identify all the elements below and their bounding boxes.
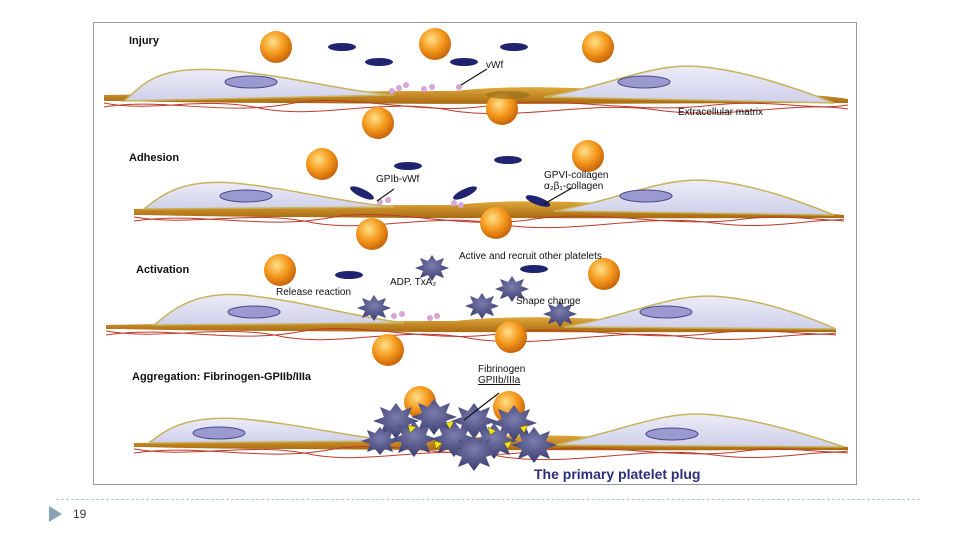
panel-adhesion: Adhesion GPIb-vWf GPVI-collagen α₂β₁-col… [129, 140, 845, 250]
figure-canvas: Injury vWf Extracellular matrix Adhesion [103, 28, 849, 482]
endothelial-cell-right-adhesion [553, 179, 835, 216]
pointer-gpvi-collagen [543, 187, 573, 205]
figure-caption: The primary platelet plug [534, 466, 700, 482]
label-fibrinogen: Fibrinogen [478, 364, 525, 375]
slide-number: 19 [73, 507, 87, 521]
discoid-platelet-injury-2 [365, 58, 393, 66]
exposed-matrix-injury [486, 91, 530, 99]
collagen-fibers-injury [103, 102, 849, 115]
label-gpvi-collagen: GPVI-collagen [544, 170, 608, 181]
activated-platelet-activation-4 [465, 293, 499, 319]
platelet-aggregate-plug [361, 399, 557, 471]
footer-divider [56, 499, 920, 500]
nucleus-right-aggregation [645, 427, 699, 441]
endothelial-cell-right-injury [543, 65, 835, 104]
activated-platelet-activation-3 [357, 295, 391, 321]
label-extracellular-matrix: Extracellular matrix [678, 107, 763, 118]
activated-platelet-activation-5 [543, 301, 577, 327]
granule-release-activation [391, 311, 440, 321]
discoid-platelet-injury-3 [450, 58, 478, 66]
platelet-plug-figure: Injury vWf Extracellular matrix Adhesion [93, 22, 857, 485]
platelet-activation-2 [588, 258, 620, 290]
platelet-adhesion-4 [356, 218, 388, 250]
pointer-vwf [460, 68, 488, 86]
bullet-arrow-icon [49, 506, 62, 522]
endothelial-cell-left-aggregation [146, 417, 395, 444]
panel-activation: Activation Active and recruit other plat… [105, 251, 837, 366]
label-active-recruit: Active and recruit other platelets [459, 251, 602, 262]
platelet-activation-4 [372, 334, 404, 366]
activated-platelet-activation-2 [495, 276, 529, 302]
nucleus-left-aggregation [192, 426, 246, 440]
nucleus-right-adhesion [619, 189, 673, 203]
collagen-fibers-aggregation-2 [133, 446, 849, 455]
nucleus-left-activation [227, 305, 281, 319]
panel-injury: Injury vWf Extracellular matrix [103, 28, 849, 139]
label-vwf: vWf [486, 60, 503, 71]
collagen-fibers-activation [105, 330, 837, 343]
discoid-platelet-injury-4 [500, 43, 528, 51]
platelet-adhesion-1 [306, 148, 338, 180]
platelet-injury-1 [260, 31, 292, 63]
label-alpha2beta1-collagen: α₂β₁-collagen [544, 181, 603, 192]
adhered-platelet-adhesion-2 [453, 186, 477, 200]
activated-platelet-activation-1 [415, 255, 449, 281]
discoid-platelet-activation-2 [520, 265, 548, 273]
discoid-platelet-adhesion-2 [494, 156, 522, 164]
label-release-reaction: Release reaction [276, 287, 351, 298]
vwf-molecules-injury [389, 82, 462, 94]
panel-title-activation: Activation [136, 264, 189, 276]
collagen-fibers-adhesion-2 [133, 214, 845, 223]
platelet-injury-2 [419, 28, 451, 60]
platelet-adhesion-3 [480, 207, 512, 239]
platelet-adhesion-2 [572, 140, 604, 172]
label-gpiib-iiia: GPIIb/IIIa [478, 375, 521, 386]
nucleus-left-adhesion [219, 189, 273, 203]
platelet-injury-3 [582, 31, 614, 63]
platelet-activation-3 [495, 321, 527, 353]
label-adp-txa2: ADP. TxA₂ [390, 277, 436, 288]
endothelial-cell-right-activation [563, 295, 837, 330]
label-gpib-vwf: GPIb-vWf [376, 174, 420, 185]
pointer-fibrinogen [463, 392, 500, 421]
adhered-platelet-adhesion-1 [350, 186, 374, 200]
nucleus-left-injury [224, 75, 278, 89]
nucleus-right-injury [617, 75, 671, 89]
fibrinogen-bridges [407, 420, 529, 450]
panel-title-injury: Injury [129, 35, 160, 47]
platelet-injury-4 [486, 93, 518, 125]
nucleus-right-activation [639, 305, 693, 319]
label-shape-change: Shape change [516, 296, 581, 307]
platelet-activation-1 [264, 254, 296, 286]
discoid-platelet-injury-1 [328, 43, 356, 51]
matrix-layer-activation [106, 317, 836, 333]
discoid-platelet-adhesion-1 [394, 162, 422, 170]
endothelial-cell-right-aggregation [553, 413, 845, 448]
pointer-gpib-vwf [376, 188, 395, 202]
panel-title-aggregation: Aggregation: Fibrinogen-GPIIb/IIIa [132, 371, 312, 383]
discoid-platelet-activation-1 [335, 271, 363, 279]
panel-aggregation: Aggregation: Fibrinogen-GPIIb/IIIa [132, 364, 849, 482]
collagen-fibers-aggregation [133, 448, 849, 461]
platelet-injury-5 [362, 107, 394, 139]
panel-title-adhesion: Adhesion [129, 152, 179, 164]
